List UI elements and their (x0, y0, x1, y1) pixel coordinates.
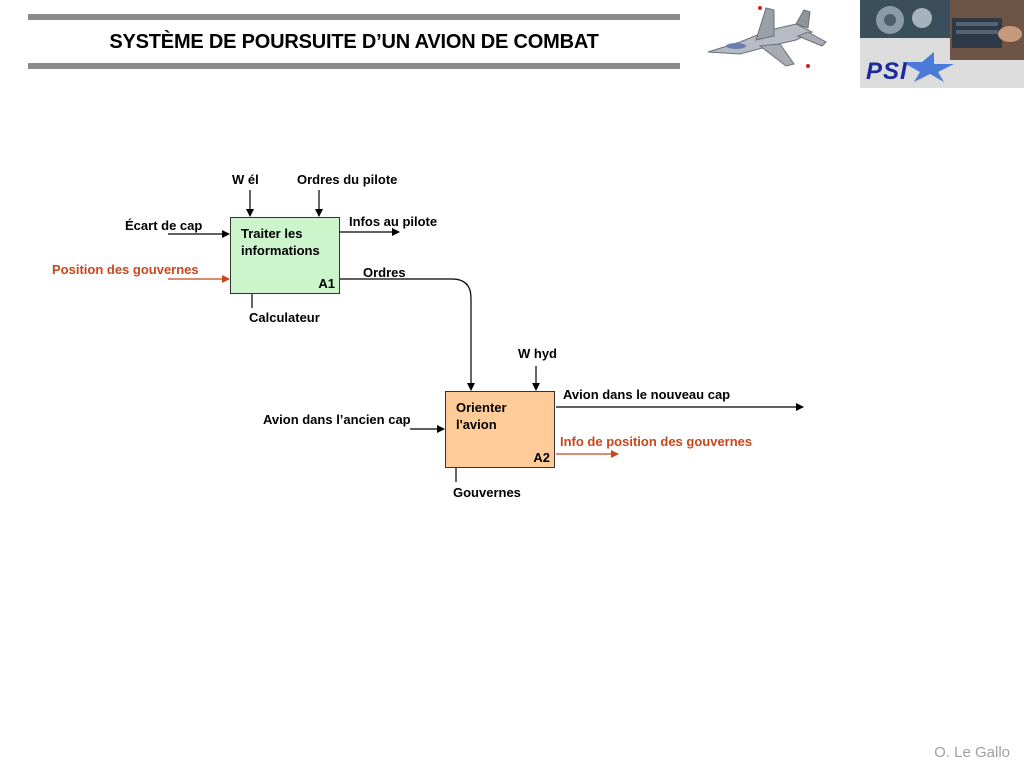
label-w-hyd: W hyd (518, 346, 557, 361)
block-a1: Traiter les informations A1 (230, 217, 340, 294)
label-info-position: Info de position des gouvernes (560, 434, 753, 449)
block-a1-title-line-2: informations (241, 243, 320, 258)
star-icon (902, 52, 954, 82)
block-a2-code: A2 (533, 450, 550, 465)
block-a2: Orienter l'avion A2 (445, 391, 555, 468)
gears-photo-icon (860, 0, 1024, 60)
author-credit: O. Le Gallo (934, 744, 1010, 761)
title-rule-bottom (28, 63, 680, 69)
block-a2-title-line-2: l'avion (456, 417, 497, 432)
psi-logo: PSI (860, 0, 1024, 88)
block-a1-title-line-1: Traiter les (241, 226, 303, 241)
label-nouveau-cap: Avion dans le nouveau cap (563, 387, 731, 402)
logo-text: PSI (866, 58, 908, 85)
label-ecart-cap: Écart de cap (125, 218, 203, 233)
label-calculateur: Calculateur (249, 310, 320, 325)
block-a1-title: Traiter les informations (241, 225, 320, 259)
title-rule-top (28, 14, 680, 20)
label-infos-pilote: Infos au pilote (349, 214, 438, 229)
page-title: SYSTÈME DE POURSUITE D’UN AVION DE COMBA… (109, 31, 599, 53)
label-w-el: W él (232, 172, 259, 187)
label-position-gouvernes: Position des gouvernes (52, 262, 199, 277)
label-ordres: Ordres (363, 265, 406, 280)
block-a2-title: Orienter l'avion (456, 399, 507, 433)
arrow-ordres (340, 278, 475, 391)
label-ancien-cap: Avion dans l’ancien cap (263, 412, 411, 427)
label-ordres-pilote: Ordres du pilote (297, 172, 398, 187)
block-a2-title-line-1: Orienter (456, 400, 507, 415)
label-gouvernes: Gouvernes (453, 485, 521, 500)
block-a1-code: A1 (318, 276, 335, 291)
fighter-jet-icon (707, 6, 827, 68)
